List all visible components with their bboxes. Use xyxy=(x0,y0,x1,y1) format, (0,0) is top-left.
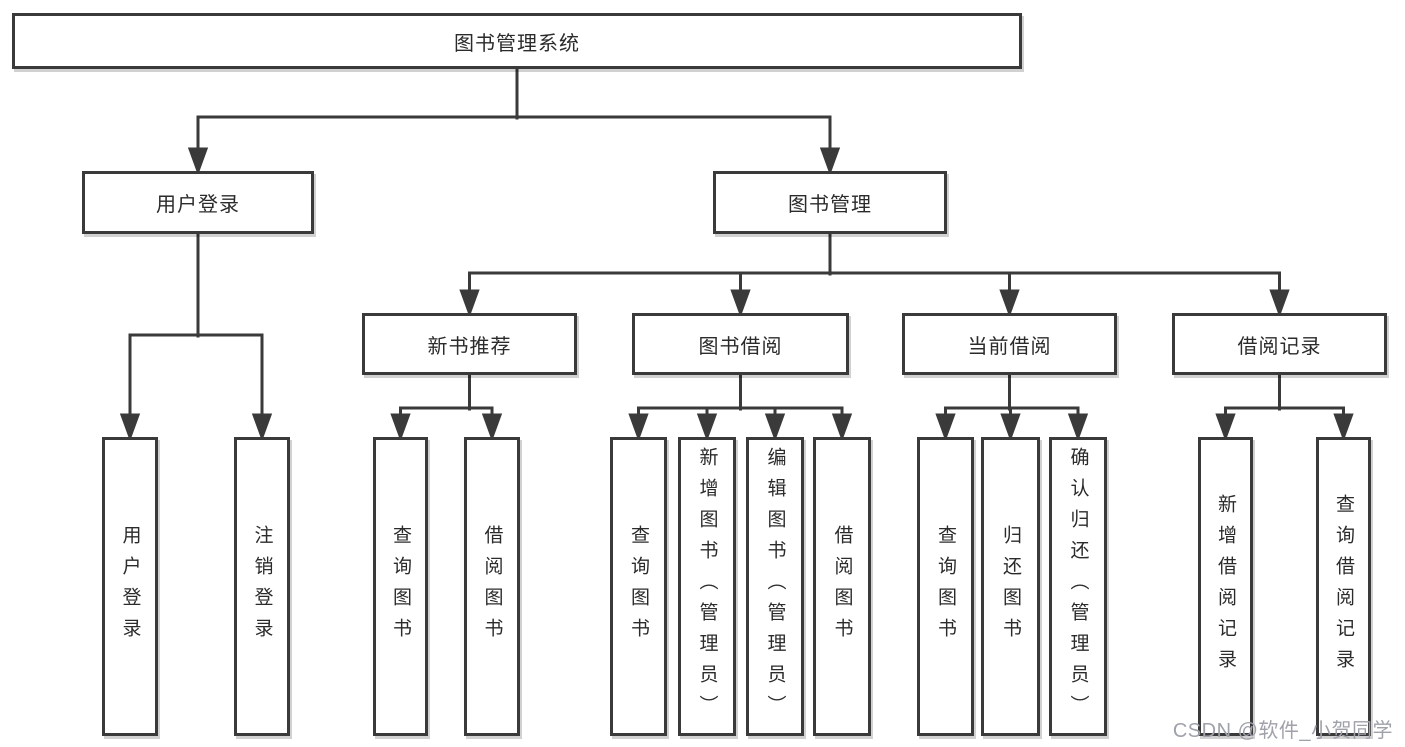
leaf-confirm-return-admin: 确认归还（管理员） xyxy=(1049,437,1107,736)
node-label: 用户登录 xyxy=(119,524,141,649)
leaf-user-login: 用户登录 xyxy=(102,437,158,736)
leaf-edit-books-admin: 编辑图书（管理员） xyxy=(746,437,804,736)
leaf-add-borrow-record: 新增借阅记录 xyxy=(1198,437,1253,736)
node-label: 借阅图书 xyxy=(481,524,503,649)
node-label: 图书管理系统 xyxy=(454,32,580,55)
leaf-query-books: 查询图书 xyxy=(610,437,667,736)
node-label: 查询图书 xyxy=(935,524,956,649)
node-label: 图书借阅 xyxy=(698,335,783,358)
node-label: 确认归还（管理员） xyxy=(1067,447,1089,726)
leaf-query-books-recommend: 查询图书 xyxy=(373,437,428,736)
node-root-library-system: 图书管理系统 xyxy=(12,13,1022,69)
node-label: 当前借阅 xyxy=(967,335,1052,358)
leaf-add-books-admin: 新增图书（管理员） xyxy=(678,437,736,736)
node-label: 借阅记录 xyxy=(1237,335,1322,358)
node-current-borrow: 当前借阅 xyxy=(902,313,1117,375)
leaf-borrow-books-recommend: 借阅图书 xyxy=(464,437,520,736)
node-label: 用户登录 xyxy=(156,194,240,216)
node-label: 注销登录 xyxy=(251,524,273,649)
node-label: 新书推荐 xyxy=(427,335,512,358)
node-new-book-recommend: 新书推荐 xyxy=(362,313,577,375)
node-label: 查询借阅记录 xyxy=(1333,493,1354,680)
leaf-logout: 注销登录 xyxy=(234,437,290,736)
node-book-management: 图书管理 xyxy=(713,171,947,234)
node-label: 借阅图书 xyxy=(831,524,853,649)
node-book-borrow: 图书借阅 xyxy=(632,313,849,375)
node-label: 查询图书 xyxy=(628,524,649,649)
node-borrow-records: 借阅记录 xyxy=(1172,313,1387,375)
leaf-borrow-books: 借阅图书 xyxy=(813,437,871,736)
node-label: 归还图书 xyxy=(1000,524,1021,649)
leaf-return-books: 归还图书 xyxy=(981,437,1040,736)
csdn-watermark: CSDN @软件_小贺同学 xyxy=(1172,720,1393,742)
leaf-query-books-current: 查询图书 xyxy=(917,437,974,736)
node-label: 编辑图书（管理员） xyxy=(764,447,786,726)
node-label: 图书管理 xyxy=(788,194,872,216)
node-label: 新增借阅记录 xyxy=(1215,493,1236,680)
node-user-login: 用户登录 xyxy=(82,171,314,234)
leaf-query-borrow-record: 查询借阅记录 xyxy=(1316,437,1371,736)
node-label: 查询图书 xyxy=(390,524,411,649)
node-label: 新增图书（管理员） xyxy=(696,447,718,726)
